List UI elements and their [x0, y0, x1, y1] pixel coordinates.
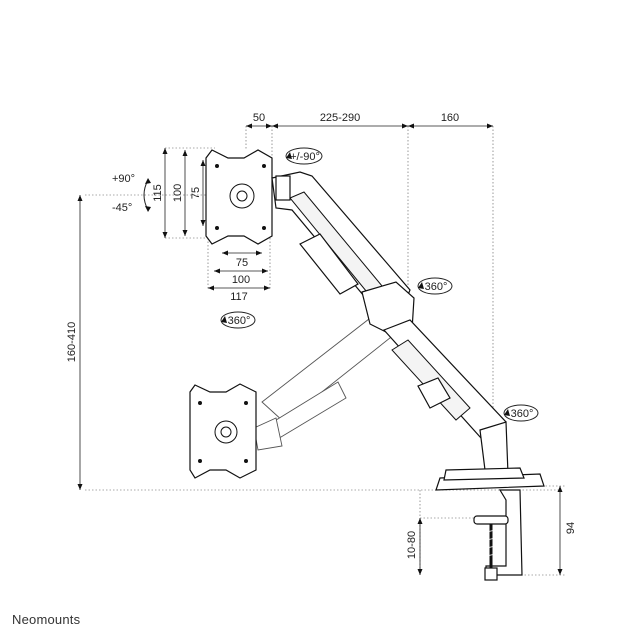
lower-vesa-plate — [189, 383, 257, 479]
pole-and-base — [435, 421, 545, 491]
vesa-horizontal-dimensions: 75 100 117 — [208, 250, 270, 303]
desk-clamp — [473, 489, 523, 581]
dim-vesa-h-100: 100 — [232, 274, 250, 286]
dim-vesa-v-100: 100 — [172, 184, 184, 202]
tilt-down-label: -45° — [112, 202, 132, 214]
vesa-vertical-dimensions: 115 100 75 — [152, 148, 206, 238]
svg-text:+/-90°: +/-90° — [290, 151, 320, 163]
top-dimensions: 50 225-290 160 — [246, 112, 493, 129]
upper-vesa-plate — [205, 149, 273, 245]
rotation-joint: 360° — [417, 277, 453, 295]
dim-desk-thickness: 10-80 — [406, 531, 418, 559]
dim-vesa-h-75: 75 — [236, 257, 248, 269]
svg-text:360°: 360° — [228, 315, 251, 327]
tilt-up-label: +90° — [112, 173, 135, 185]
dim-arm-reach: 225-290 — [320, 112, 360, 124]
dim-base-offset: 160 — [441, 112, 459, 124]
forearm-segment — [382, 319, 507, 449]
lower-arm-position — [253, 311, 401, 451]
dim-vesa-h-117: 117 — [230, 291, 248, 303]
height-range-dimension: 160-410 — [66, 195, 83, 490]
dim-clamp-height: 94 — [565, 522, 577, 534]
rotation-plate: 360° — [220, 311, 256, 329]
tilt-indicator: +90° -45° — [112, 173, 151, 214]
dim-height-range: 160-410 — [66, 322, 78, 362]
upper-arm — [271, 171, 415, 335]
rotation-swivel-head: +/-90° — [285, 147, 323, 165]
svg-text:360°: 360° — [425, 281, 448, 293]
rotation-pole: 360° — [503, 404, 539, 422]
svg-text:360°: 360° — [511, 408, 534, 420]
dim-vesa-v-115: 115 — [152, 184, 164, 202]
dim-vesa-v-75: 75 — [190, 187, 202, 199]
clamp-dimensions: 10-80 94 — [406, 486, 577, 575]
dim-top-offset: 50 — [253, 112, 265, 124]
brand-logo-text: Neomounts — [12, 612, 81, 627]
